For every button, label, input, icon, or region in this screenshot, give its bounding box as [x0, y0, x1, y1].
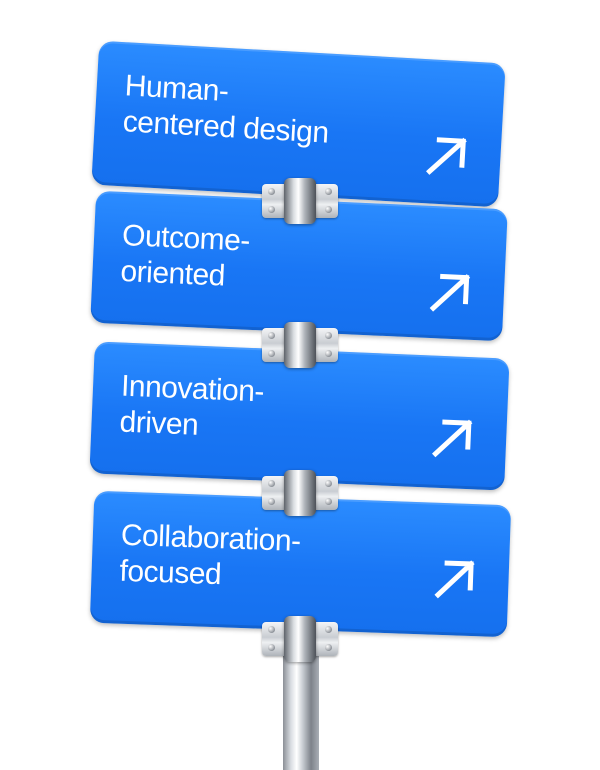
sign-label-line1: Outcome- — [121, 218, 251, 258]
pole-clamp — [262, 616, 338, 662]
sign-label: Human- centered design — [122, 68, 332, 151]
pole-clamp — [262, 322, 338, 368]
sign-label-line1: Innovation- — [120, 369, 265, 409]
sign-label: Outcome- oriented — [120, 218, 251, 296]
sign-label-line2: oriented — [119, 254, 226, 293]
sign-label-line2: focused — [119, 554, 222, 592]
arrow-up-right-icon — [434, 560, 475, 599]
pole-clamp — [262, 470, 338, 516]
pole-clamp — [262, 178, 338, 224]
sign-label-line1: Collaboration- — [120, 518, 302, 558]
sign-human-centered-design: Human- centered design — [91, 40, 506, 208]
arrow-up-right-icon — [426, 137, 467, 175]
sign-innovation-driven: Innovation- driven — [89, 341, 510, 491]
arrow-up-right-icon — [432, 419, 473, 458]
arrow-up-right-icon — [429, 273, 471, 312]
sign-label: Innovation- driven — [119, 369, 265, 447]
sign-label: Collaboration- focused — [119, 518, 301, 596]
sign-label-line2: driven — [118, 405, 199, 442]
sign-outcome-oriented: Outcome- oriented — [90, 190, 508, 342]
sign-collaboration-focused: Collaboration- focused — [89, 490, 512, 638]
